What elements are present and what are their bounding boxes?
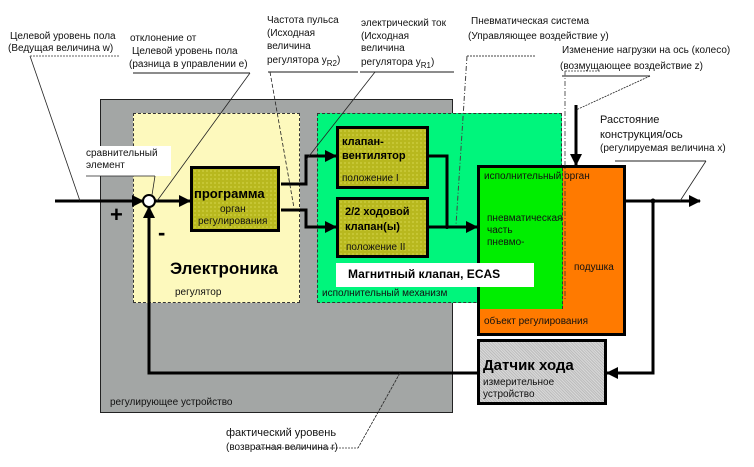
comparator-label-box <box>85 146 171 176</box>
regulating-device-label: регулирующее устройство <box>110 397 233 408</box>
pulse-freq-annotation-line4: регулятора yR2) <box>267 55 341 68</box>
pneumatic-annotation-line1: Пневматическая система <box>471 16 590 27</box>
distance-annotation-line3: (регулируемая величина x) <box>600 143 726 154</box>
deviation-annotation-line1: отклонение от <box>130 33 197 44</box>
valve-22-block <box>336 197 429 258</box>
valve-fan-out-line <box>429 154 449 227</box>
valve-fan-title1: клапан- <box>342 136 384 148</box>
sensor-block <box>477 339 607 405</box>
sensor-sub2: устройство <box>483 389 535 400</box>
plant-cushion-label: подушка <box>574 262 614 273</box>
load-change-annotation-line1: Изменение нагрузки на ось (колесо) <box>562 45 731 56</box>
current-annotation-line3: величина <box>361 43 405 54</box>
distance-annotation-line2: конструкция/ось <box>600 129 683 141</box>
valve-22-position: положение II <box>346 242 406 253</box>
actual-level-annotation-line1: фактический уровень <box>226 427 337 439</box>
pneumatic-annotation-line2: (Управляющее воздействие y) <box>468 31 609 42</box>
actuator-label: исполнительный механизм <box>322 288 448 299</box>
plant-top-label: исполнительный орган <box>484 171 590 182</box>
deviation-annotation-line2: Целевой уровень пола <box>132 46 238 57</box>
electronics-label: регулятор <box>175 287 222 298</box>
program-block <box>190 166 280 232</box>
current-annotation-line4: регулятора yR1) <box>361 57 435 70</box>
current-annotation-line2: (Исходная <box>361 31 410 42</box>
comparator-label-line2: элемент <box>86 160 125 171</box>
program-sub2: регулирования <box>198 216 268 227</box>
actual-level-annotation-line2: (возвратная величина r) <box>226 442 338 453</box>
feedback-line <box>143 206 477 375</box>
yr2-line <box>281 150 337 186</box>
plant-bottom-label: объект регулирования <box>484 316 588 327</box>
plant-pneumatic-line1: пневматическая <box>487 213 563 224</box>
program-sub1: орган <box>220 204 246 215</box>
valve-22-title1: 2/2 ходовой <box>345 206 410 218</box>
comparator-label-line1: сравнительный <box>86 148 158 159</box>
valve-fan-block <box>336 126 429 189</box>
plus-sign: + <box>110 202 123 227</box>
load-change-annotation-line2: (возмущающее воздействие z) <box>560 61 704 72</box>
valve-22-title2: клапан(ы) <box>345 221 400 233</box>
comparator-circle <box>142 194 156 208</box>
valve-fan-position: положение I <box>342 173 399 184</box>
program-title: программа <box>194 186 265 201</box>
distance-annotation-line1: Расстояние <box>600 114 660 126</box>
actuator-banner-text: Магнитный клапан, ECAS <box>348 267 501 281</box>
valve-fan-title2: вентилятор <box>342 150 406 162</box>
minus-sign: - <box>158 220 166 245</box>
current-annotation-line1: электрический ток <box>361 18 446 29</box>
plant-pneumatic-line3: пневмо- <box>487 237 525 248</box>
reference-annotation-line2: (Ведущая величина w) <box>8 43 114 54</box>
reference-annotation-line1: Целевой уровень пола <box>10 31 116 42</box>
pulse-freq-annotation-line2: (Исходная <box>267 28 316 39</box>
actuator-banner <box>336 263 534 287</box>
yr1-line <box>281 208 337 233</box>
sensor-feed-line <box>606 201 655 379</box>
pulse-freq-annotation-line3: величина <box>267 41 311 52</box>
deviation-annotation-line3: (разница в управлении e) <box>129 59 248 70</box>
sensor-title: Датчик хода <box>483 357 574 374</box>
sensor-sub1: измерительное <box>483 377 555 388</box>
electronics-title: Электроника <box>170 259 278 278</box>
pulse-freq-annotation-line1: Частота пульса <box>267 15 339 26</box>
plant-pneumatic-line2: часть <box>487 225 513 236</box>
